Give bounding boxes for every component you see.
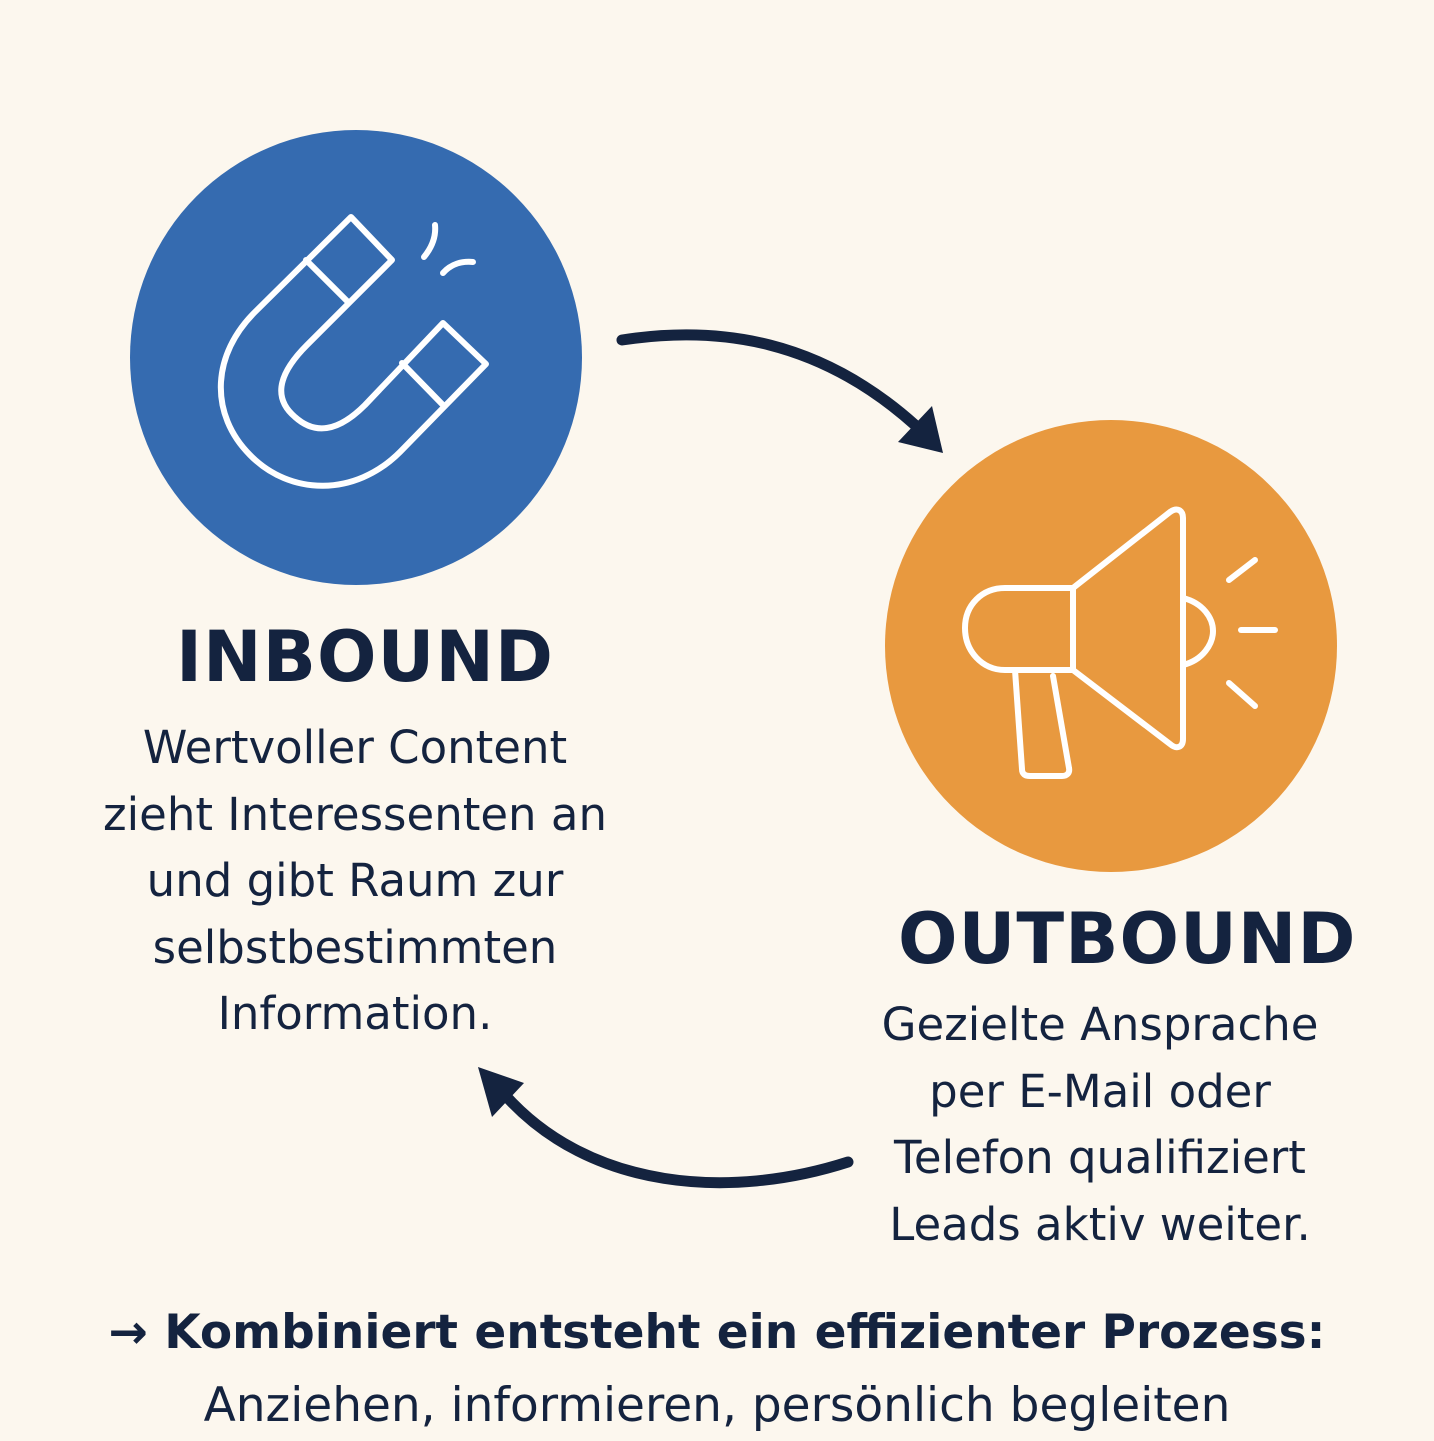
inbound-description-line: zieht Interessenten an bbox=[103, 787, 607, 841]
magnet-icon bbox=[217, 214, 489, 489]
megaphone-icon bbox=[962, 506, 1278, 779]
inbound-description-line: Information. bbox=[217, 987, 493, 1040]
summary-headline: → Kombiniert entsteht ein effizienter Pr… bbox=[108, 1305, 1326, 1360]
inbound-title: INBOUND bbox=[176, 616, 555, 698]
outbound-description-line: Gezielte Ansprache bbox=[881, 998, 1319, 1051]
outbound-title: OUTBOUND bbox=[898, 898, 1357, 980]
inbound-description-line: und gibt Raum zur bbox=[146, 854, 564, 907]
arrowhead-to-inbound bbox=[478, 1067, 524, 1117]
summary-subline: Anziehen, informieren, persönlich beglei… bbox=[203, 1378, 1231, 1433]
outbound-description-line: per E-Mail oder bbox=[929, 1064, 1271, 1118]
inbound-description-line: selbstbestimmten bbox=[152, 920, 558, 974]
outbound-description-line: Telefon qualifiziert bbox=[894, 1131, 1306, 1184]
outbound-description: Gezielte Ansprache per E-Mail oder Telef… bbox=[830, 992, 1370, 1258]
outbound-circle bbox=[885, 420, 1337, 872]
inbound-description: Wertvoller Content zieht Interessenten a… bbox=[70, 715, 640, 1048]
outbound-description-line: Leads aktiv weiter. bbox=[889, 1197, 1311, 1251]
arrow-inbound-to-outbound bbox=[616, 329, 921, 431]
arrow-outbound-to-inbound bbox=[499, 1089, 854, 1189]
inbound-circle bbox=[130, 130, 582, 585]
inbound-description-line: Wertvoller Content bbox=[142, 721, 568, 774]
summary: → Kombiniert entsteht ein effizienter Pr… bbox=[0, 1298, 1434, 1441]
